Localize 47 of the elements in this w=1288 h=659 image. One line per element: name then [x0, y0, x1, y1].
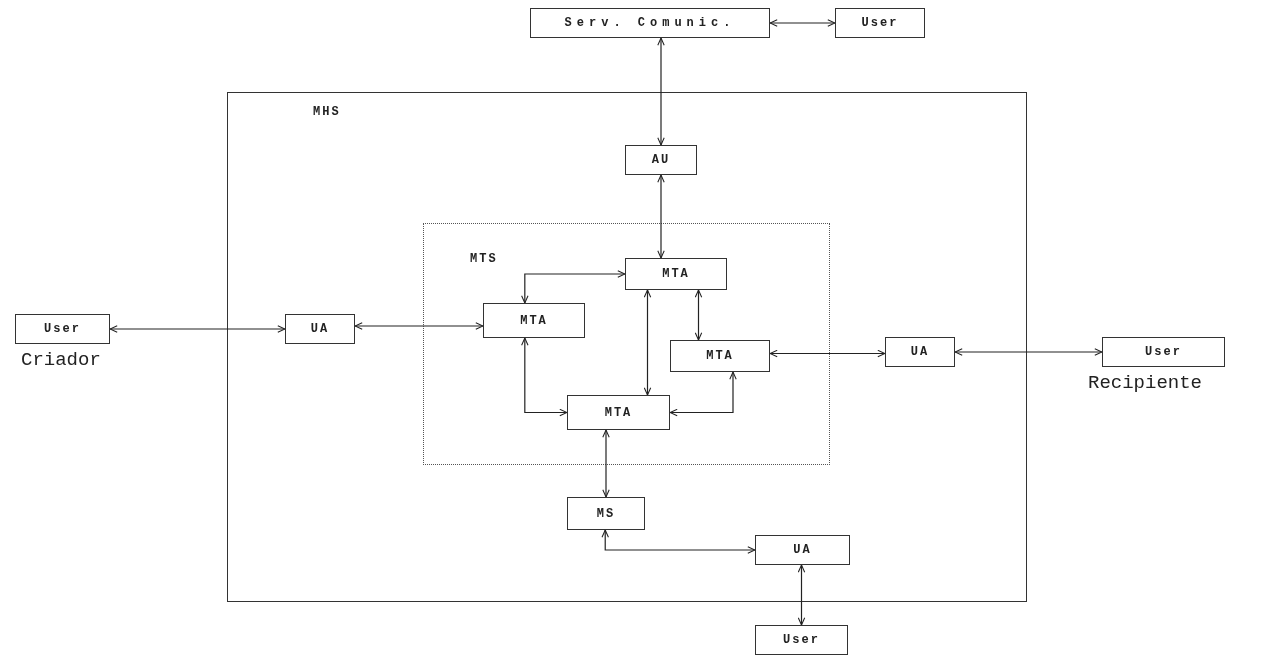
- connector-arrow: [669, 371, 737, 417]
- box-label: User: [783, 633, 820, 647]
- connector-arrow: [602, 429, 610, 498]
- connector-arrow: [354, 322, 484, 330]
- component-box: [670, 340, 770, 372]
- component-box: [567, 395, 670, 430]
- box-label: MTA: [662, 267, 690, 281]
- component-box: [755, 535, 850, 565]
- connector-arrow: [643, 289, 652, 396]
- connector-arrow: [657, 174, 665, 259]
- component-box: [755, 625, 848, 655]
- box-label: User: [44, 322, 81, 336]
- box-label: UA: [910, 345, 930, 359]
- connector-arrow: [601, 529, 756, 554]
- caption-text: Recipiente: [1088, 372, 1203, 394]
- component-box: [625, 258, 727, 290]
- box-label: Serv. Comunic.: [564, 16, 736, 30]
- dotted-region: [423, 223, 830, 465]
- connector-arrow: [521, 270, 626, 304]
- box-label: MTA: [520, 313, 548, 328]
- box-label: AU: [651, 153, 671, 167]
- box-label: User: [1145, 345, 1182, 359]
- region-label: MHS: [313, 105, 341, 119]
- box-label: MTA: [706, 349, 734, 363]
- system-frame: [227, 92, 1027, 602]
- component-box: [885, 337, 955, 367]
- box-label: User: [861, 16, 899, 30]
- region-label: MTS: [470, 252, 498, 266]
- box-label: MS: [596, 506, 616, 521]
- connector-arrow: [769, 19, 836, 27]
- connector-arrow: [769, 349, 886, 358]
- connector-arrow: [521, 337, 568, 417]
- component-box: [530, 8, 770, 38]
- connector-arrow: [797, 564, 806, 626]
- connector-arrow: [694, 289, 703, 341]
- caption-text: Criador: [21, 349, 101, 371]
- box-label: UA: [310, 322, 330, 336]
- box-label: MTA: [604, 405, 633, 420]
- component-box: [835, 8, 925, 38]
- component-box: [483, 303, 585, 338]
- component-box: [625, 145, 697, 175]
- component-box: [567, 497, 645, 530]
- connector-arrow: [954, 348, 1103, 356]
- connector-arrow: [657, 37, 665, 146]
- component-box: [285, 314, 355, 344]
- connector-arrow: [109, 325, 286, 333]
- box-label: UA: [793, 543, 812, 557]
